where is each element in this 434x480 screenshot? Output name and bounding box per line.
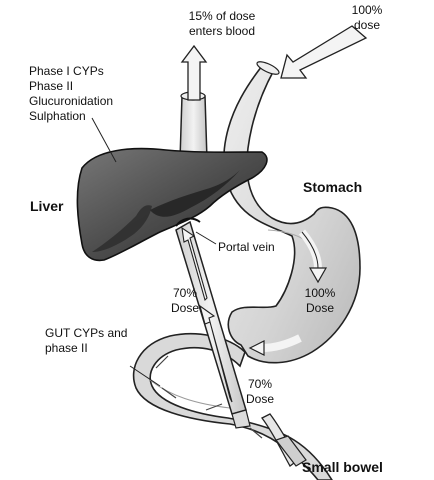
dose-blood-label-1: 15% of dose xyxy=(189,9,256,23)
dose-input-label-2: dose xyxy=(354,18,380,32)
stomach-dose-label-1: 100% xyxy=(305,286,336,300)
portal-dose-label-2: Dose xyxy=(171,301,199,315)
pylorus-flow-arrow-icon xyxy=(248,334,302,356)
portal-dose-label-1: 70% xyxy=(173,286,197,300)
bowel-flow-arrows-icon xyxy=(155,355,263,439)
gut-cyps-label-1: GUT CYPs and xyxy=(45,326,127,340)
liver-enzyme-label-2: Glucuronidation xyxy=(29,94,113,108)
small-bowel-label: Small bowel xyxy=(302,459,383,475)
gut-cyps-label-2: phase II xyxy=(45,341,88,355)
liver-label: Liver xyxy=(30,198,64,214)
hepatic-vein xyxy=(179,91,208,161)
dose-input-label-1: 100% xyxy=(352,3,383,17)
liver-enzyme-label-3: Sulphation xyxy=(29,109,86,123)
blood-arrow-icon xyxy=(180,44,208,101)
leader-lines xyxy=(91,117,217,387)
bowel-dose-label-1: 70% xyxy=(248,377,272,391)
dose-input-arrow-icon xyxy=(280,25,368,79)
liver-shape xyxy=(76,147,268,262)
stomach-label: Stomach xyxy=(303,179,362,195)
liver-enzyme-label-1: Phase II xyxy=(29,79,73,93)
stomach-shape xyxy=(223,61,361,364)
mesenteric-vein xyxy=(261,413,307,467)
stomach-flow-arrow-icon xyxy=(298,229,328,284)
stomach-dose-label-2: Dose xyxy=(306,301,334,315)
liver-enzyme-label-0: Phase I CYPs xyxy=(29,64,104,78)
portal-vein-label: Portal vein xyxy=(218,240,275,254)
portal-vein-shape xyxy=(175,220,251,429)
dose-blood-label-2: enters blood xyxy=(189,24,255,38)
portal-flow-arrow-icon xyxy=(181,226,233,403)
bowel-dose-label-2: Dose xyxy=(246,392,274,406)
